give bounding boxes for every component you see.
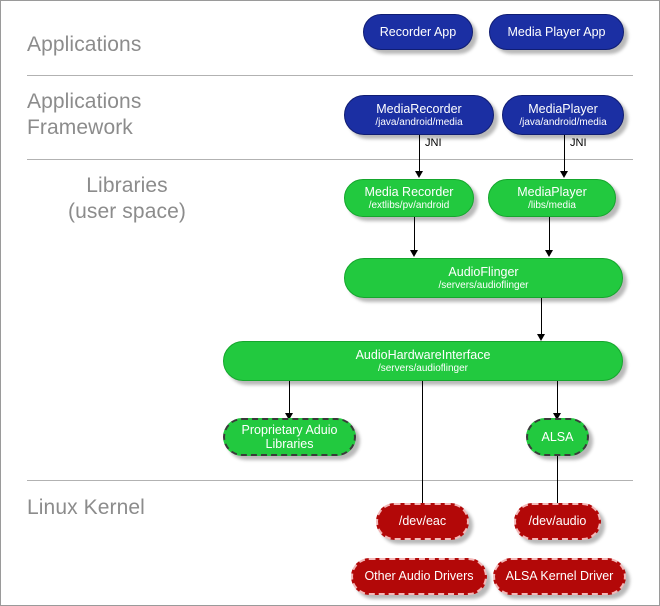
node-mediaplayer-framework-path: /java/android/media (519, 116, 607, 128)
connector-ahi-proprietary-line (289, 381, 290, 414)
connector-ahi-deveac-line (422, 381, 423, 506)
node-mediaplayer-lib-title: MediaPlayer (517, 184, 587, 199)
node-recorder-app-title: Recorder App (379, 24, 457, 39)
connector-flinger-ahi-line (541, 298, 542, 335)
connector-ahi-proprietary-arrow (285, 413, 293, 420)
band-label-applications: Applications (27, 33, 142, 56)
node-other-audio-drivers[interactable]: Other Audio Drivers (351, 558, 487, 595)
connector-recorder-flinger-arrow (410, 250, 418, 257)
node-mediarecorder-framework[interactable]: MediaRecorder /java/android/media (344, 95, 494, 135)
node-dev-audio-title: /dev/audio (528, 514, 587, 528)
node-alsa[interactable]: ALSA (526, 418, 589, 456)
node-dev-eac-title: /dev/eac (398, 514, 447, 528)
band-label-libraries: Libraries (user space) (68, 174, 186, 223)
node-dev-eac[interactable]: /dev/eac (376, 503, 469, 540)
node-proprietary-audio-libraries[interactable]: Proprietary Aduio Libraries (223, 418, 356, 456)
node-audiohardwareinterface-title: AudioHardwareInterface (355, 347, 491, 362)
node-mediarecorder-framework-title: MediaRecorder (376, 101, 462, 116)
separator-framework (27, 159, 633, 160)
node-mediaplayer-framework[interactable]: MediaPlayer /java/android/media (502, 95, 624, 135)
band-label-applications-framework: Applications Framework (27, 90, 142, 139)
node-mediaplayer-lib-path: /libs/media (528, 199, 576, 211)
connector-recorder-flinger-line (414, 217, 415, 251)
node-media-player-app-title: Media Player App (507, 24, 606, 39)
node-mediarecorder-framework-path: /java/android/media (375, 116, 463, 128)
node-dev-audio[interactable]: /dev/audio (514, 503, 601, 540)
node-mediaplayer-framework-title: MediaPlayer (528, 101, 598, 116)
node-alsa-kernel-driver-title: ALSA Kernel Driver (505, 569, 614, 583)
node-alsa-kernel-driver[interactable]: ALSA Kernel Driver (493, 558, 626, 595)
edge-label-jni-player: JNI (570, 137, 587, 149)
node-audiohardwareinterface[interactable]: AudioHardwareInterface /servers/audiofli… (223, 341, 623, 381)
node-other-audio-drivers-title: Other Audio Drivers (364, 569, 474, 583)
connector-mediarecorder-jni-line (419, 135, 420, 172)
separator-kernel (27, 480, 633, 481)
band-label-linux-kernel: Linux Kernel (27, 496, 145, 519)
node-media-player-app[interactable]: Media Player App (489, 14, 624, 50)
connector-flinger-ahi-arrow (537, 334, 545, 341)
connector-mediarecorder-jni-arrow (415, 171, 423, 178)
connector-player-flinger-arrow (545, 250, 553, 257)
node-proprietary-audio-libraries-title: Proprietary Aduio Libraries (241, 423, 338, 451)
node-mediaplayer-lib[interactable]: MediaPlayer /libs/media (488, 179, 616, 217)
node-audioflinger[interactable]: AudioFlinger /servers/audioflinger (344, 258, 623, 298)
connector-ahi-alsa-line (557, 381, 558, 414)
node-audioflinger-title: AudioFlinger (448, 264, 519, 279)
node-audiohardwareinterface-path: /servers/audioflinger (377, 362, 469, 374)
node-alsa-title: ALSA (541, 429, 574, 444)
connector-mediaplayer-jni-line (564, 135, 565, 172)
connector-player-flinger-line (549, 217, 550, 251)
node-media-recorder-lib-path: /extlibs/pv/android (368, 199, 450, 211)
node-media-recorder-lib-title: Media Recorder (364, 184, 454, 199)
connector-mediaplayer-jni-arrow (560, 171, 568, 178)
node-recorder-app[interactable]: Recorder App (363, 14, 473, 50)
node-audioflinger-path: /servers/audioflinger (438, 279, 529, 291)
separator-applications (27, 75, 633, 76)
connector-alsa-devaudio-line (557, 456, 558, 506)
node-media-recorder-lib[interactable]: Media Recorder /extlibs/pv/android (344, 179, 474, 217)
edge-label-jni-recorder: JNI (425, 137, 442, 149)
connector-ahi-alsa-arrow (553, 413, 561, 420)
